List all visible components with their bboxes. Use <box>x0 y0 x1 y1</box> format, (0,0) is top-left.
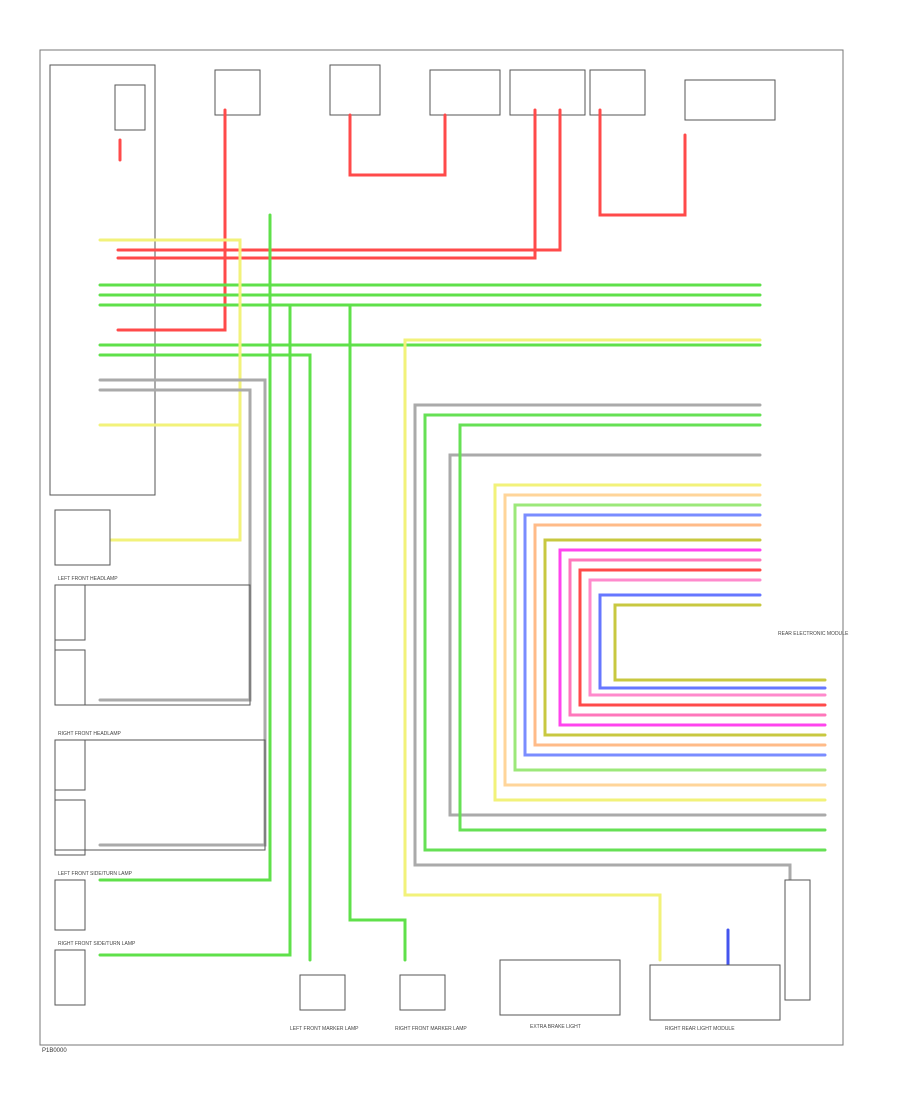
footer-code: P1B0000 <box>42 1048 67 1054</box>
gray-wires <box>98 378 827 962</box>
label-front-right: RIGHT FRONT HEADLAMP <box>58 731 122 737</box>
diagram-frame <box>39 49 844 1046</box>
label-marker-left: LEFT FRONT MARKER LAMP <box>290 1026 359 1032</box>
label-side-left: LEFT FRONT SIDE/TURN LAMP <box>58 871 133 877</box>
label-rear-light-module: RIGHT REAR LIGHT MODULE <box>665 1026 735 1032</box>
left-lamps <box>54 509 266 1006</box>
bottom-components <box>299 879 811 1021</box>
label-marker-right: RIGHT FRONT MARKER LAMP <box>395 1026 467 1032</box>
label-front-left: LEFT FRONT HEADLAMP <box>58 576 118 582</box>
label-extra-brake: EXTRA BRAKE LIGHT <box>530 1024 581 1030</box>
module-label: REAR ELECTRONIC MODULE <box>778 631 849 637</box>
label-side-right: RIGHT FRONT SIDE/TURN LAMP <box>58 941 136 947</box>
green-bus-wires <box>98 213 762 962</box>
yellow-wires <box>98 238 827 962</box>
red-power-wires <box>116 108 687 332</box>
top-fuse-area <box>49 64 776 496</box>
multicolor-wires <box>423 413 827 852</box>
